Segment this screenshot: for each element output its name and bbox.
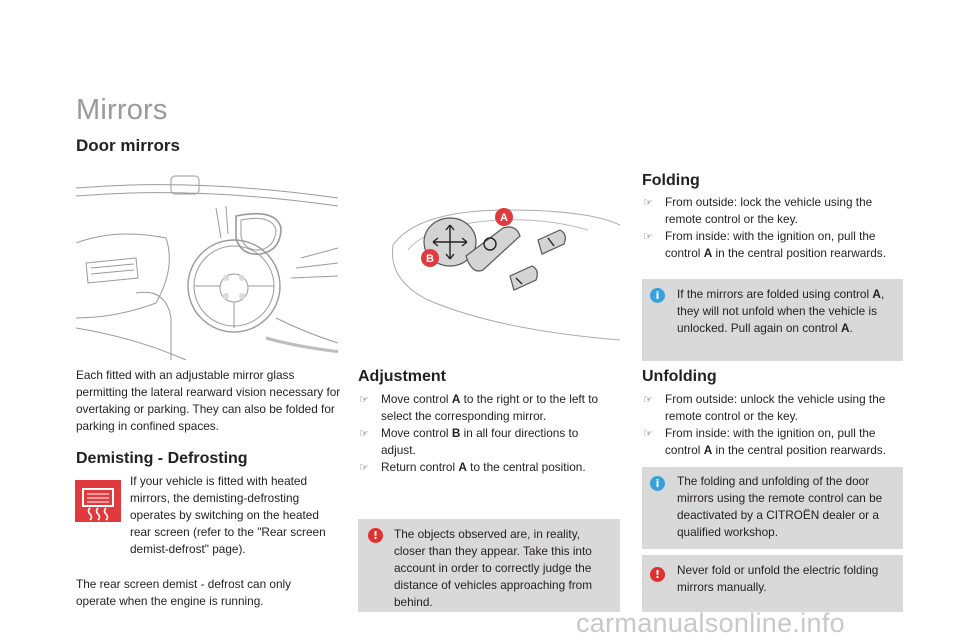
list-item: ☞ Move control A to the right or to the … bbox=[359, 392, 599, 423]
demisting-text: If your vehicle is fitted with heated mi… bbox=[130, 474, 326, 556]
list-item: ☞ Move control B in all four directions … bbox=[359, 426, 579, 457]
adjustment-list: ☞ Move control A to the right or to the … bbox=[358, 391, 616, 476]
exclamation-icon: ! bbox=[650, 567, 665, 582]
unfolding-warning-box: ! Never fold or unfold the electric fold… bbox=[642, 555, 903, 612]
dashboard-illustration bbox=[76, 175, 338, 360]
pointing-finger-icon: ☞ bbox=[643, 196, 653, 209]
list-item: ☞ From outside: lock the vehicle using t… bbox=[643, 195, 873, 226]
adjustment-heading: Adjustment bbox=[358, 368, 446, 385]
unfolding-list: ☞ From outside: unlock the vehicle using… bbox=[642, 391, 904, 459]
mirror-control-illustration: A B bbox=[391, 208, 620, 341]
unfolding-heading: Unfolding bbox=[642, 368, 717, 385]
rear-screen-defrost-icon bbox=[75, 480, 121, 522]
intro-paragraph: Each fitted with an adjustable mirror gl… bbox=[76, 368, 341, 433]
demisting-heading: Demisting - Defrosting bbox=[76, 450, 248, 467]
info-icon: i bbox=[650, 476, 665, 491]
unfolding-info-box: i The folding and unfolding of the door … bbox=[642, 467, 903, 549]
section-title: Door mirrors bbox=[76, 136, 180, 155]
watermark: carmanualsonline.info bbox=[576, 608, 845, 638]
list-item: ☞ From outside: unlock the vehicle using… bbox=[643, 392, 886, 423]
folding-heading: Folding bbox=[642, 172, 700, 189]
list-item: ☞ From inside: with the ignition on, pul… bbox=[643, 229, 886, 260]
pointing-finger-icon: ☞ bbox=[359, 427, 369, 440]
exclamation-icon: ! bbox=[368, 528, 383, 543]
pointing-finger-icon: ☞ bbox=[359, 461, 369, 474]
folding-list: ☞ From outside: lock the vehicle using t… bbox=[642, 194, 904, 262]
pointing-finger-icon: ☞ bbox=[643, 393, 653, 406]
list-item: ☞ Return control A to the central positi… bbox=[359, 460, 586, 474]
pointing-finger-icon: ☞ bbox=[643, 427, 653, 440]
control-b-label: B bbox=[426, 253, 434, 265]
control-a-label: A bbox=[500, 212, 508, 224]
pointing-finger-icon: ☞ bbox=[359, 393, 369, 406]
adjustment-warning-box: ! The objects observed are, in reality, … bbox=[358, 519, 620, 612]
list-item: ☞ From inside: with the ignition on, pul… bbox=[643, 426, 886, 457]
page-title: Mirrors bbox=[76, 94, 168, 126]
pointing-finger-icon: ☞ bbox=[643, 230, 653, 243]
info-icon: i bbox=[650, 288, 665, 303]
demisting-note: The rear screen demist - defrost can onl… bbox=[76, 577, 292, 608]
folding-info-box: i If the mirrors are folded using contro… bbox=[642, 279, 903, 361]
